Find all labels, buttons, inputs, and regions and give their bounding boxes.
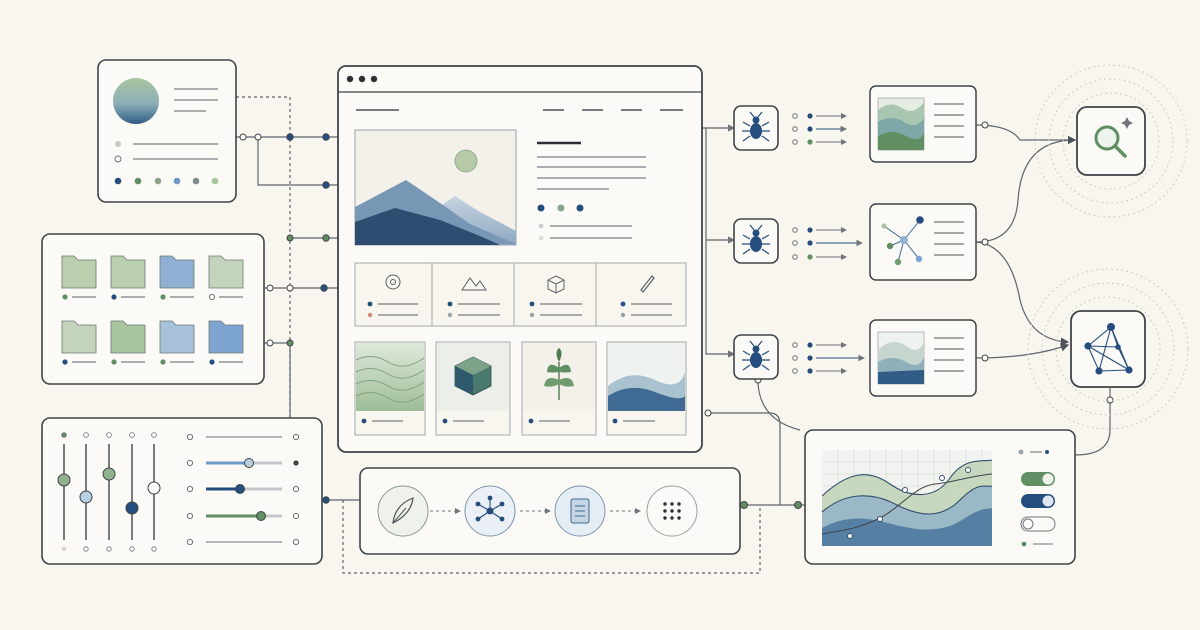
toggle-controls[interactable] [1018, 449, 1056, 547]
thumbnail-leaf[interactable] [521, 341, 597, 436]
folders-card[interactable] [41, 233, 265, 385]
folder-icon [208, 255, 244, 289]
mountains-icon [461, 277, 487, 291]
graph-node[interactable] [1027, 268, 1189, 430]
folder-icon-grid [61, 255, 244, 354]
hero-image [354, 129, 517, 246]
sun-icon [454, 149, 478, 173]
bug-crawler-icon [742, 111, 770, 142]
sliders-card[interactable] [41, 417, 323, 565]
horizontal-sliders[interactable] [186, 433, 300, 546]
profile-color-dots [114, 177, 219, 185]
crawler-3 [733, 334, 779, 380]
vertical-slider-knobs[interactable] [57, 467, 161, 515]
magnifier-sparkle-icon [1094, 117, 1133, 158]
search-node[interactable] [1034, 64, 1188, 218]
bug-crawler-icon [742, 340, 770, 371]
connector-nodes [239, 121, 1114, 509]
result-card-2 [869, 203, 977, 281]
folder-icon [159, 255, 195, 289]
window-dot-icon[interactable] [358, 75, 366, 83]
thumbnail-hills[interactable] [606, 341, 687, 436]
network-graph-icon [1084, 323, 1133, 375]
hero-text [537, 141, 646, 241]
toggle-switch-on-navy[interactable] [1021, 494, 1055, 508]
crawler-2 [733, 218, 779, 264]
crawler-1 [733, 105, 779, 151]
window-dot-icon[interactable] [370, 75, 378, 83]
window-dot-icon[interactable] [346, 75, 354, 83]
thumbnail-cube[interactable] [435, 341, 511, 436]
result-card-1 [869, 85, 977, 163]
pen-icon [640, 275, 655, 293]
toggle-switch-off[interactable] [1020, 516, 1056, 532]
toggle-switch-on-green[interactable] [1021, 472, 1055, 486]
folder-icon [61, 255, 97, 289]
window-controls[interactable] [346, 75, 378, 83]
folder-icon [159, 320, 195, 354]
analytics-card[interactable] [804, 429, 1076, 565]
feature-cards[interactable] [354, 262, 687, 327]
profile-card[interactable] [97, 59, 237, 203]
vertical-slider-caps [61, 432, 157, 552]
avatar [113, 78, 159, 124]
leaf-icon [544, 348, 574, 400]
result-card-3 [869, 319, 977, 397]
crawler-nodes[interactable] [733, 105, 779, 380]
crawler-streams [792, 113, 866, 374]
folder-icon [208, 320, 244, 354]
feather-icon[interactable] [377, 485, 429, 537]
bug-crawler-icon [742, 224, 770, 255]
node-graph-icon [881, 216, 924, 266]
folder-icon [110, 255, 146, 289]
folder-icon [61, 320, 97, 354]
cube-icon [547, 275, 565, 294]
browser-window[interactable] [337, 65, 703, 453]
area-chart [821, 450, 993, 546]
target-icon [385, 274, 401, 290]
feature-card-lines [367, 301, 672, 318]
folder-icon [110, 320, 146, 354]
pipeline-card[interactable] [359, 467, 741, 555]
thumbnail-gallery[interactable] [354, 341, 687, 436]
profile-text-lines [133, 88, 218, 160]
folder-labels [62, 293, 243, 365]
thumbnail-waves[interactable] [354, 341, 426, 436]
result-cards[interactable] [869, 85, 977, 397]
dot-grid-icon[interactable] [646, 485, 698, 537]
document-icon[interactable] [554, 485, 606, 537]
hub-icon[interactable] [464, 485, 516, 537]
